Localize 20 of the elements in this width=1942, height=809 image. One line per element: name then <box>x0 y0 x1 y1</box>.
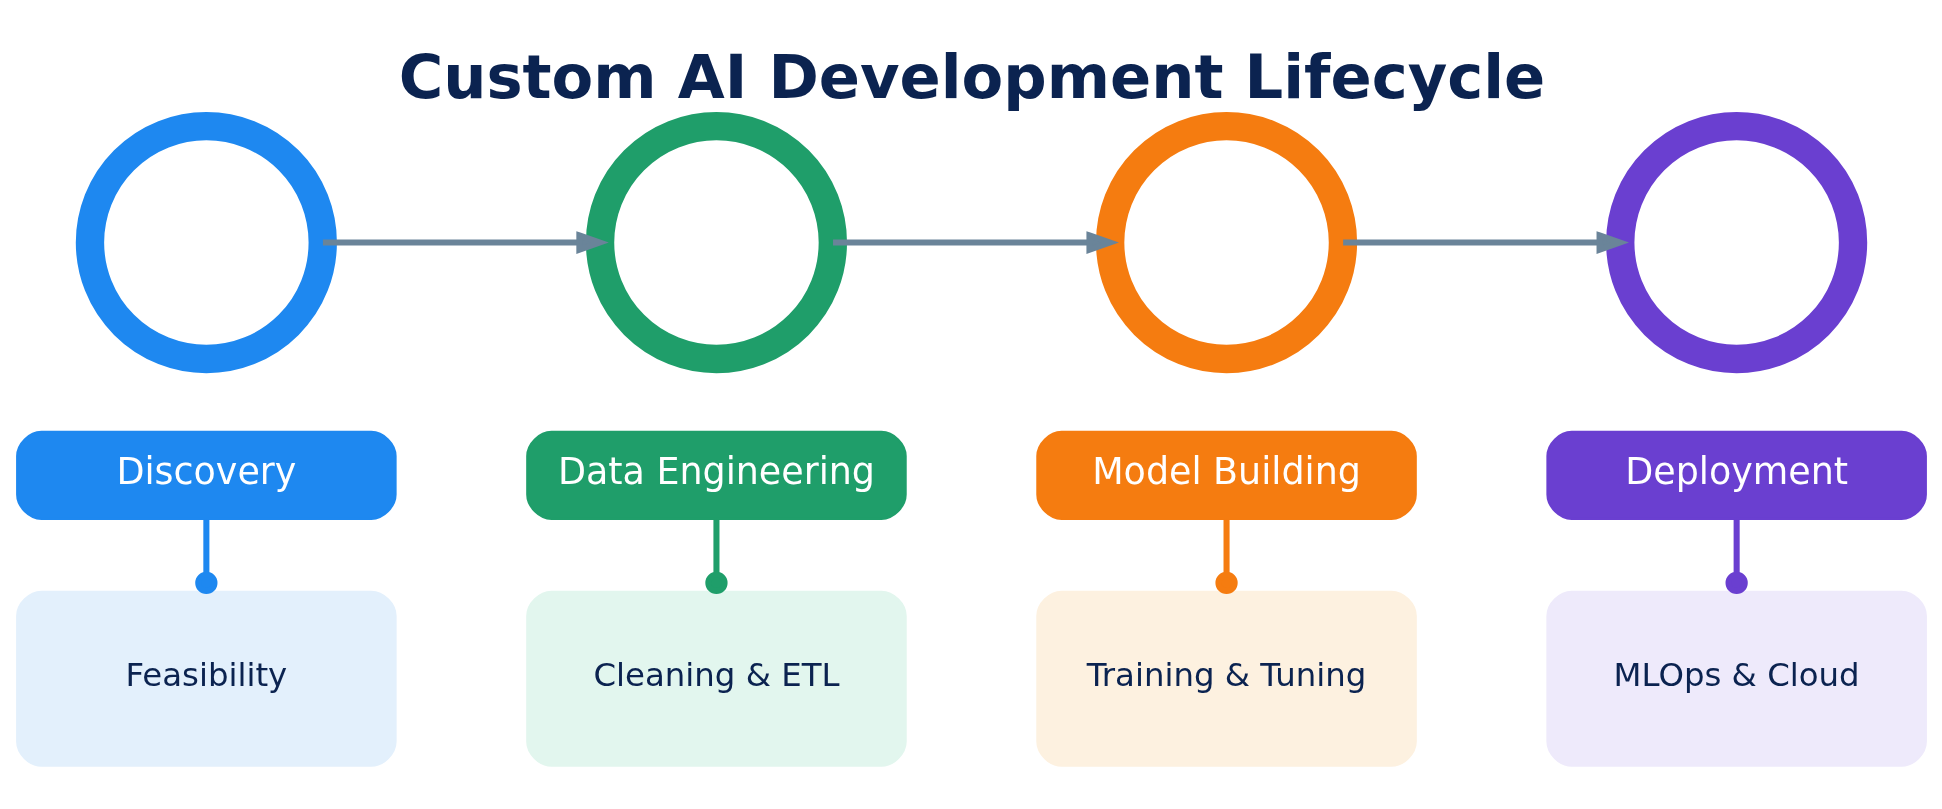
node-circle <box>75 112 337 374</box>
connector <box>1214 519 1238 595</box>
node-box: Deployment <box>1545 430 1927 520</box>
node-box: Training & Tuning <box>1035 590 1417 767</box>
node-box: Cleaning & ETL <box>525 590 907 767</box>
node-circle <box>1605 112 1867 374</box>
node-box: Discovery <box>15 430 397 520</box>
node-box: MLOps & Cloud <box>1545 590 1927 767</box>
connector <box>704 519 728 595</box>
node-box: Feasibility <box>15 590 397 767</box>
node-circle <box>585 112 847 374</box>
diagram-title: Custom AI Development Lifecycle <box>398 41 1545 112</box>
node-box: Model Building <box>1035 430 1417 520</box>
connector <box>1725 519 1748 595</box>
arrow <box>322 231 609 254</box>
arrow <box>832 231 1119 254</box>
node-box: Data Engineering <box>525 430 907 520</box>
arrow <box>1342 231 1629 254</box>
connector <box>194 519 217 595</box>
node-circle <box>1095 112 1357 374</box>
